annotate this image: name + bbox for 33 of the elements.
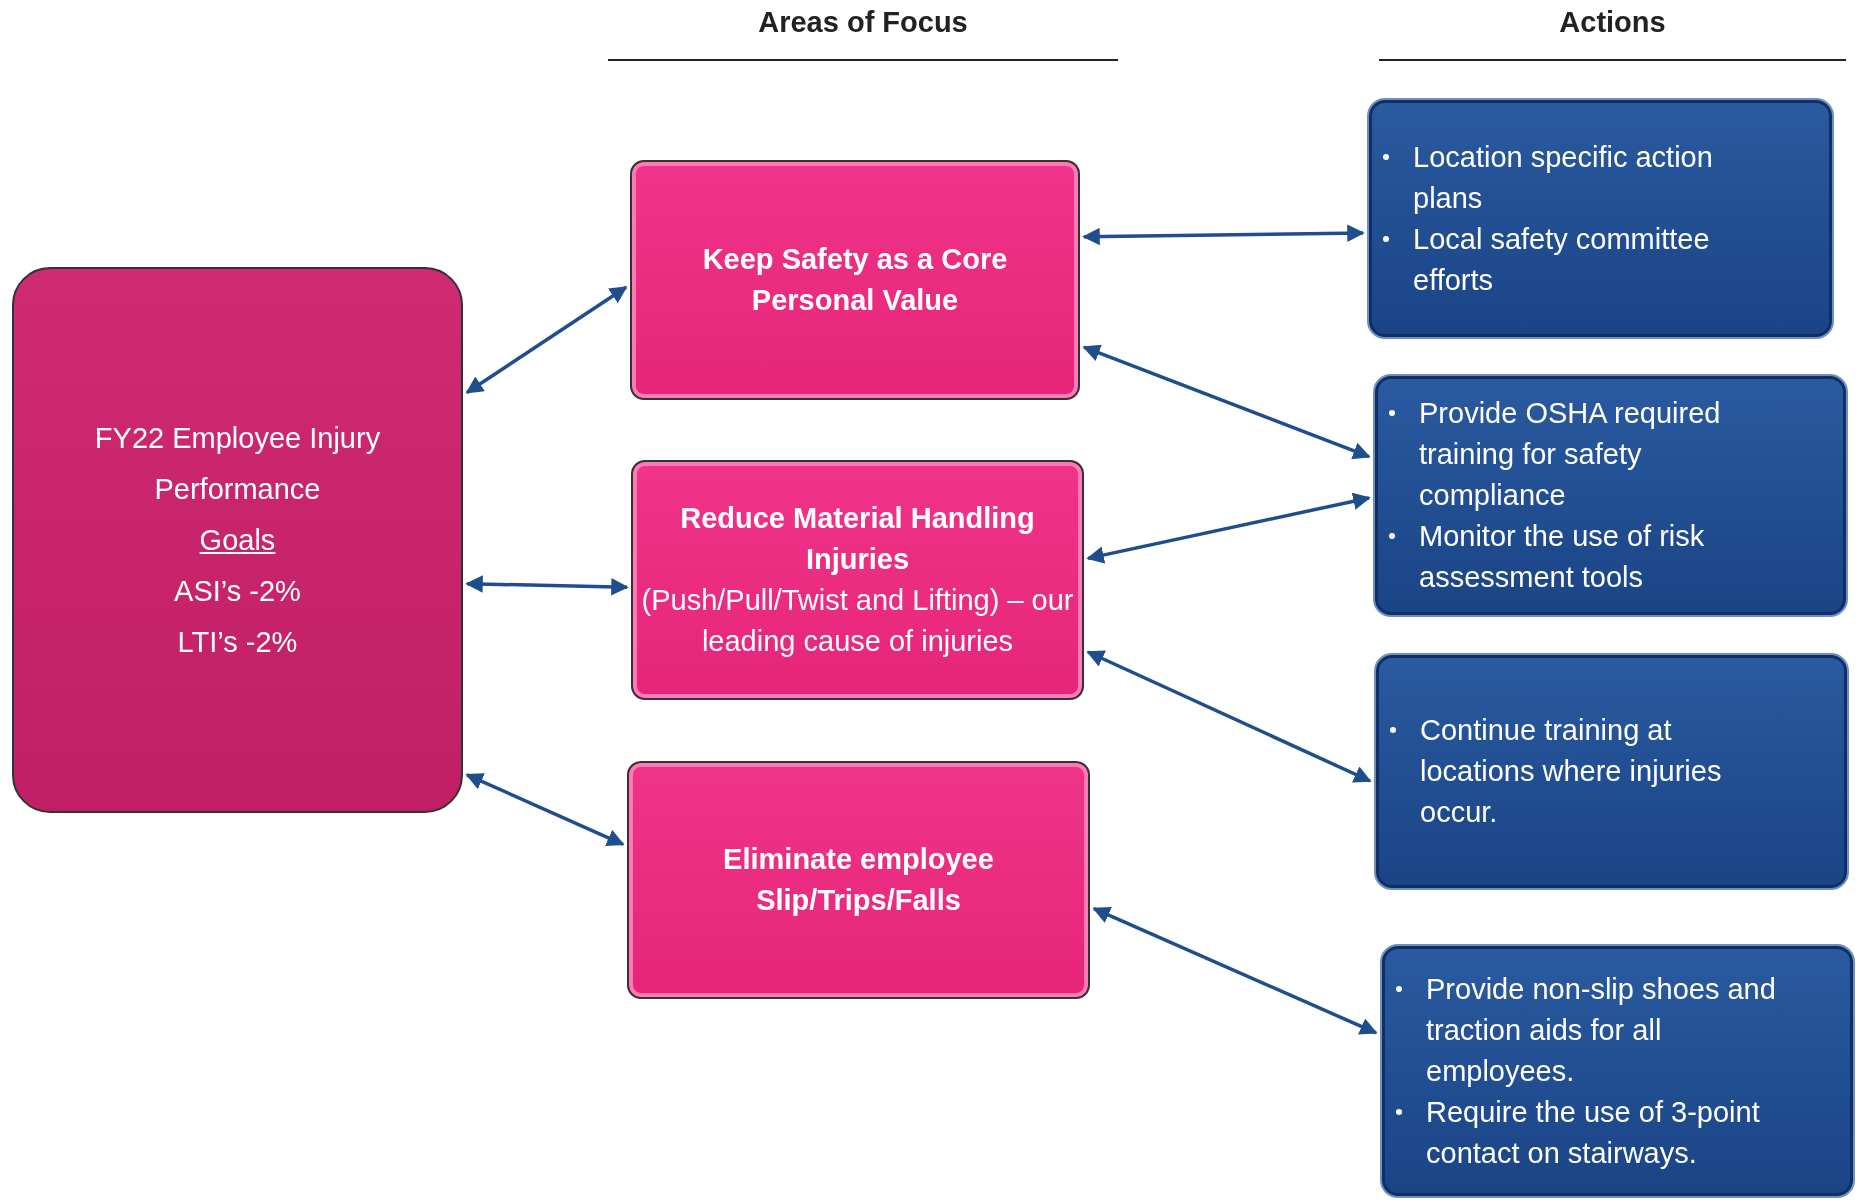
double-arrow [1082,344,1371,460]
double-arrow [1086,650,1372,783]
column-heading: Areas of Focus [757,6,969,39]
focus-area-box [627,761,1090,999]
double-arrow [1086,492,1371,564]
double-arrow [1092,906,1378,1035]
focus-area-box [631,460,1084,700]
goal-title: FY22 Employee Injury Performance [94,420,381,507]
double-arrow [1082,224,1365,246]
bullet-text: Location specific action plans [1413,140,1713,214]
action-box [1380,944,1855,1198]
focus-title: Reduce Material Handling Injuries [679,501,1036,577]
focus-title: Keep Safety as a Core Personal Value [701,242,1009,318]
action-box [1367,98,1834,339]
bullet-text: Require the use of 3-point contact on stairways. [1426,1095,1760,1169]
bullet-text: Continue training at locations where injuries occur. [1420,714,1722,828]
focus-description: (Push/Pull/Twist and Lifting) – our leading cause of injuries [641,583,1074,659]
column-heading: Actions [1558,6,1667,39]
double-arrow [465,285,628,395]
section-label: Goals [199,522,276,558]
focus-area-box [630,160,1080,400]
bullet-text: Provide OSHA required training for safety compliance [1419,397,1721,511]
double-arrow [465,773,625,846]
bullet-text: Local safety committee efforts [1413,222,1710,296]
bullet-text: Monitor the use of risk assessment tools [1419,520,1705,593]
action-box [1374,653,1849,890]
goal-value: LTI’s -2% [177,624,298,660]
goal-value: ASI’s -2% [174,573,301,609]
bullet-text: Provide non-slip shoes and traction aids for all employees. [1426,972,1776,1087]
goal-box [12,267,463,813]
action-box [1373,374,1848,617]
double-arrow [465,575,629,596]
focus-title: Eliminate employee Slip/Trips/Falls [722,842,995,918]
